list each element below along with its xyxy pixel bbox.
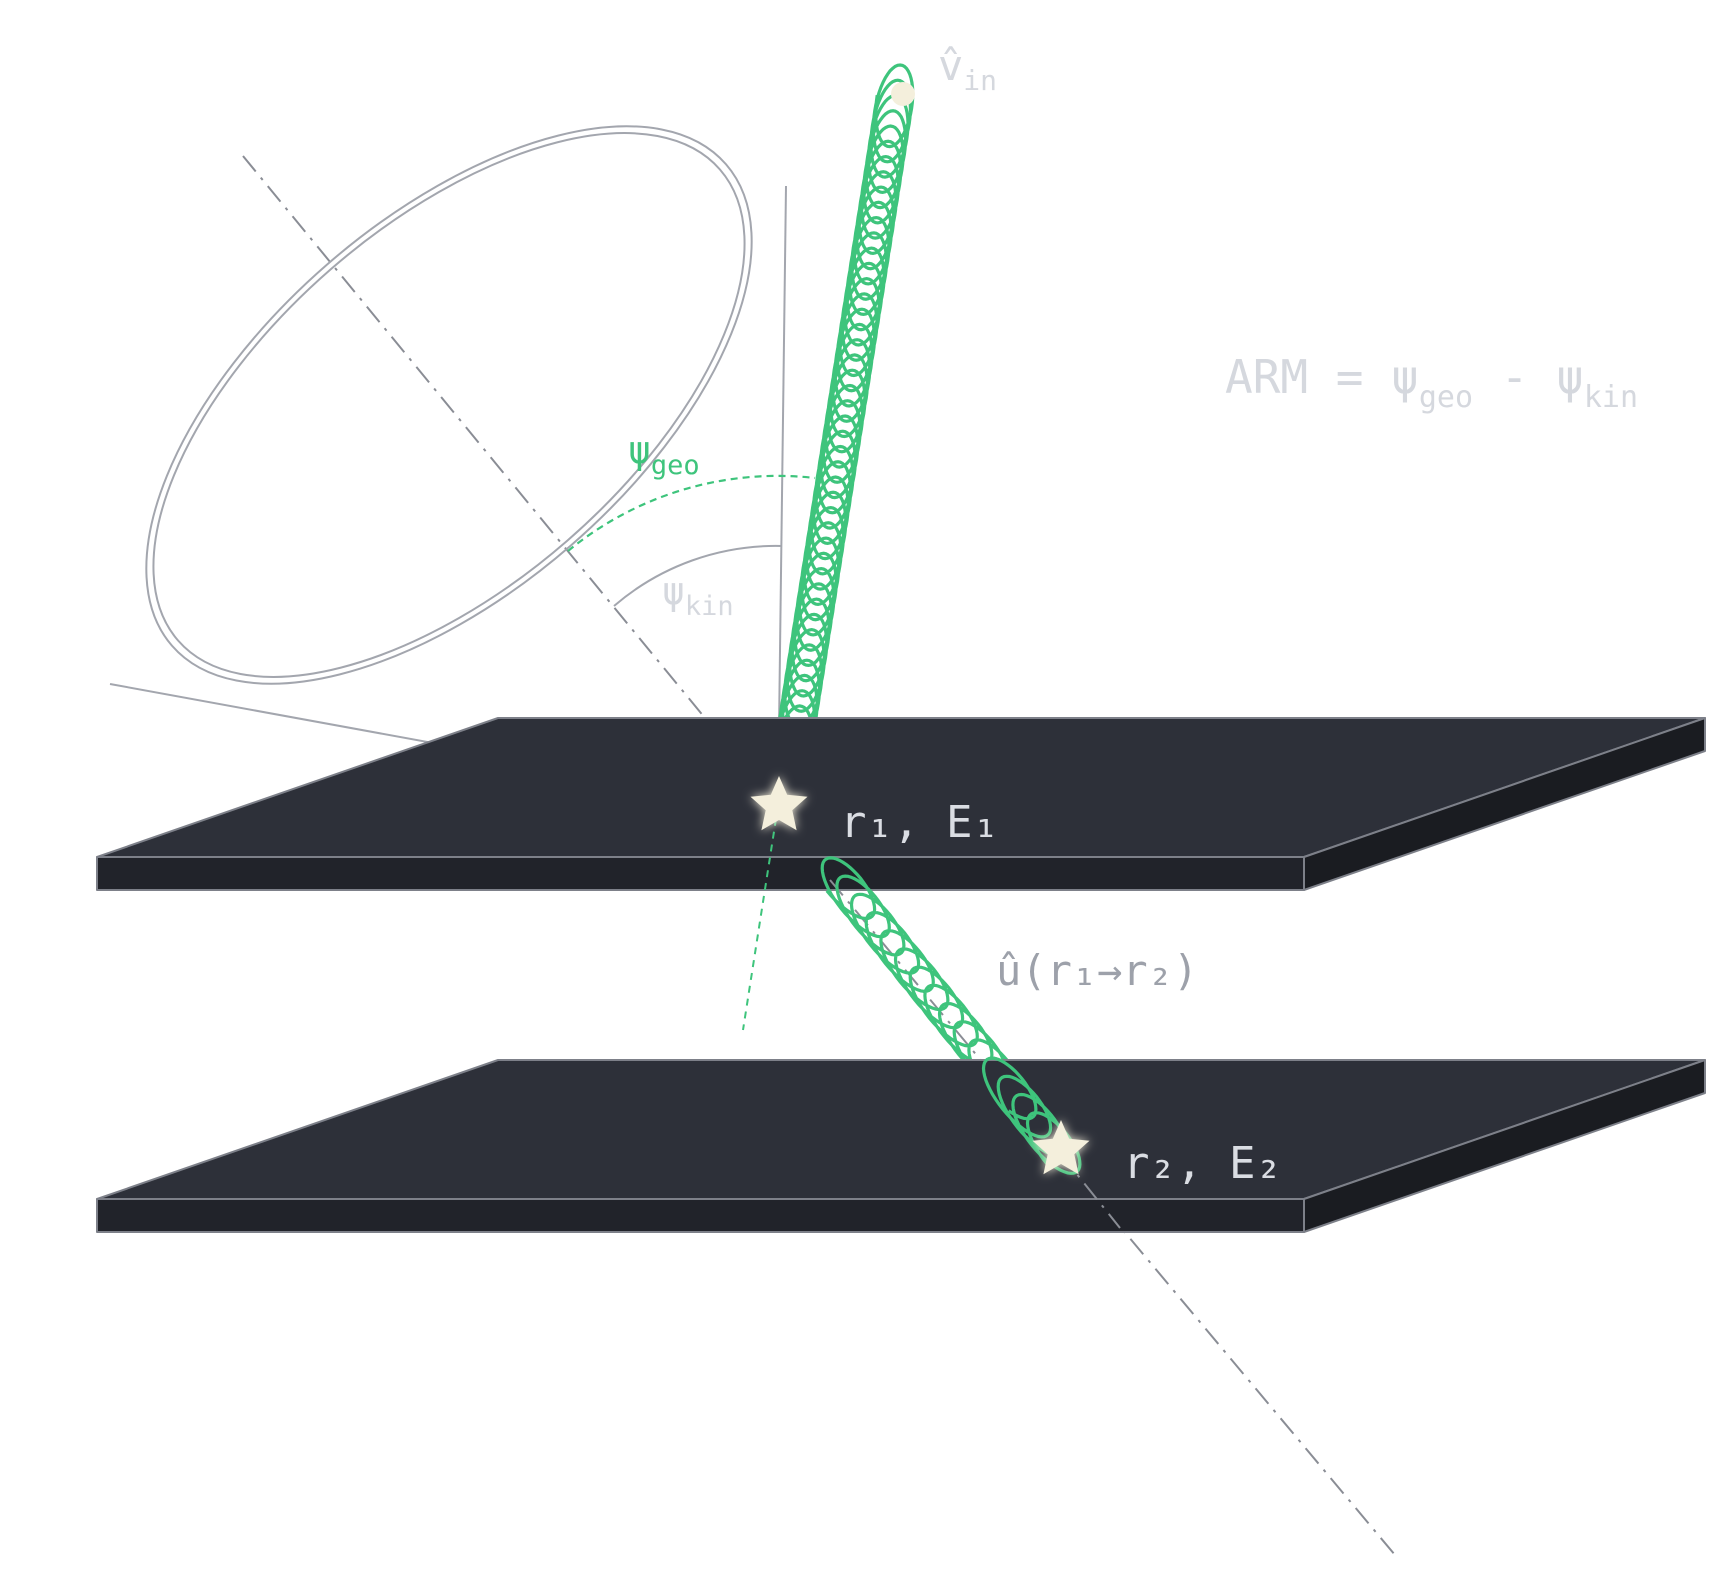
cone-axis-line xyxy=(242,155,706,719)
interaction-star-2 xyxy=(1032,1120,1090,1175)
plate-lower-top xyxy=(96,1059,1706,1200)
hit2-label: r₂, E₂ xyxy=(1123,1138,1282,1189)
cone-rim-inner xyxy=(152,132,746,678)
cone-rim-outer xyxy=(145,125,753,685)
cone-side-right xyxy=(777,185,787,807)
arm-equation: ARM = ψgeo - ψkin xyxy=(1225,350,1638,415)
compton-cone xyxy=(109,125,787,807)
detector-plate-lower xyxy=(96,1059,1706,1233)
psi-kin-label: ψkin xyxy=(662,569,734,622)
plate-lower-side xyxy=(1303,1059,1706,1233)
source-direction-label: v̂in xyxy=(938,41,997,97)
hit1-label: r₁, E₁ xyxy=(840,797,999,848)
psi-geo-arc xyxy=(567,474,816,552)
incident-extension-dashed xyxy=(742,805,779,1031)
scatter-direction-label: û(r₁→r₂) xyxy=(996,946,1198,995)
detector-plate-upper xyxy=(96,717,1706,891)
psi-kin-arc xyxy=(613,544,783,607)
source-point xyxy=(891,82,915,106)
scattered-photon-helix-tail xyxy=(981,1056,1082,1175)
scattered-photon-helix xyxy=(820,856,1038,1121)
plate-upper-side xyxy=(1303,717,1706,891)
plate-lower-front xyxy=(96,1198,1305,1233)
interaction-star-1 xyxy=(750,776,808,831)
plate-upper-front xyxy=(96,856,1305,891)
psi-geo-label: ψgeo xyxy=(628,428,700,481)
